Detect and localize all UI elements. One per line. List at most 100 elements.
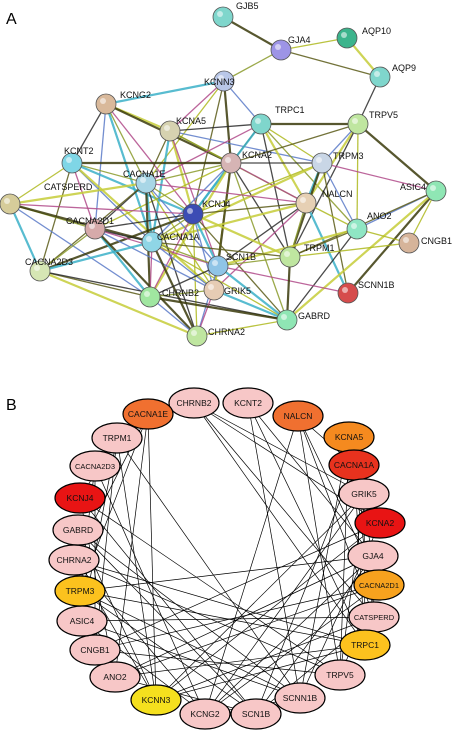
a-node-gja4: GJA4	[270, 35, 311, 61]
a-node-chrnb2: CHRNB2	[139, 286, 199, 308]
b-edge-scn1b-trpm3	[79, 590, 257, 715]
a-edge-kcnn3-kcnj4	[192, 80, 225, 215]
b-node-kcna5: KCNA5	[323, 421, 375, 453]
b-node-cacna1e: CACNA1E	[122, 398, 174, 430]
a-edge-kcng2-cacna2d1	[94, 103, 107, 230]
a-edge-kcna2-trpm1	[230, 162, 291, 258]
a-node-circle-scn1b	[207, 255, 229, 277]
a-node-circle-aqp10	[336, 27, 358, 49]
b-node-kcna2: KCNA2	[354, 507, 406, 539]
b-node-cngb1: CNGB1	[69, 634, 121, 666]
b-edge-kcna2-cngb1	[94, 522, 381, 651]
b-edge-trpc1-chrna2	[73, 559, 366, 646]
a-node-label-cacna2d3: CACNA2D3	[25, 257, 73, 267]
a-node-circle-trpc1	[250, 113, 272, 135]
a-edge-cacna1a-chrna2	[151, 241, 198, 337]
b-edge-scnn1b-gabrd	[77, 529, 301, 699]
b-node-kcng2: KCNG2	[179, 698, 231, 730]
a-edge-cacna1a-grik5	[151, 241, 215, 291]
a-edge-kcna2-cacna2d1	[94, 162, 232, 230]
a-edge-trpm3-cacna1a	[151, 162, 323, 243]
a-edge-nalcn-scn1b	[217, 202, 307, 267]
a-node-label-gjb5: GJB5	[236, 1, 259, 11]
a-edge-gja4-kcnn3	[223, 49, 282, 82]
a-node-circle-trpm1	[279, 246, 301, 268]
a-edge-catsperd-chrnb2	[9, 203, 151, 298]
a-edge-cacna2d1-chrnb2	[94, 228, 151, 298]
a-edge-scn1b-trpm1	[217, 256, 291, 267]
a-node-aqp9: AQP9	[369, 63, 416, 88]
a-node-circle-scnn1b	[337, 282, 359, 304]
b-node-ellipse-chrnb2	[168, 387, 220, 419]
b-node-ellipse-grik5	[338, 478, 390, 510]
b-edge-kcna5-scnn1b	[299, 436, 350, 699]
a-edge-catsperd-kcnj4	[9, 203, 194, 215]
a-edge-kcnn3-kcng2	[105, 79, 225, 106]
b-edge-kcng2-cacna2d3	[94, 465, 206, 715]
a-node-circle-nalcn	[295, 192, 317, 214]
b-node-kcnn3: KCNN3	[130, 684, 182, 716]
b-node-cacna1a: CACNA1A	[328, 449, 380, 481]
b-node-label-chrna2: CHRNA2	[57, 555, 92, 565]
b-node-ellipse-cacna1e	[122, 398, 174, 430]
a-node-label-cacna1a: CACNA1A	[157, 232, 200, 242]
a-node-gabrd: GABRD	[276, 309, 331, 331]
a-node-cngb1: CNGB1	[398, 232, 452, 254]
a-node-cacna2d1: CACNA2D1	[66, 216, 114, 240]
a-node-circle-grik5	[203, 279, 225, 301]
a-node-label-gabrd: GABRD	[298, 311, 331, 321]
b-edge-scnn1b-asic4	[81, 620, 301, 699]
a-node-kcna2: KCNA2	[220, 150, 272, 174]
b-node-label-scn1b: SCN1B	[242, 709, 271, 719]
a-edge-trpv5-ano2	[356, 123, 359, 230]
a-edge-asic4-scnn1b	[347, 190, 437, 294]
a-edge-scn1b-chrna2	[196, 265, 219, 337]
a-edge-kcnt2-kcnj4	[71, 161, 194, 216]
a-node-label-chrna2: CHRNA2	[208, 327, 245, 337]
a-node-label-trpm3: TRPM3	[333, 151, 364, 161]
b-node-trpm3: TRPM3	[54, 575, 106, 607]
a-edge-kcnn3-cacna1e	[145, 80, 225, 184]
b-node-label-kcnt2: KCNT2	[234, 398, 262, 408]
b-edge-kcnn3-trpm1	[116, 437, 157, 701]
a-node-label-aqp10: AQP10	[362, 26, 391, 36]
a-node-circle-trpv5	[347, 113, 369, 135]
b-node-label-kcng2: KCNG2	[190, 709, 220, 719]
a-edge-ano2-trpm1	[289, 228, 358, 258]
a-node-kcnn3: KCNN3	[204, 70, 235, 92]
a-node-label-chrnb2: CHRNB2	[162, 288, 199, 298]
a-edge-kcna2-gabrd	[230, 162, 288, 321]
a-node-label-aqp9: AQP9	[392, 63, 416, 73]
a-edge-kcng2-cacna1e	[105, 103, 147, 184]
a-edge-trpc1-trpm3	[260, 123, 323, 164]
a-edge-cacna2d1-grik5	[94, 228, 215, 291]
b-node-ellipse-trpm3	[54, 575, 106, 607]
a-edge-cacna1a-gabrd	[151, 241, 288, 321]
a-edge-gabrd-chrna2	[196, 319, 288, 337]
b-node-ellipse-kcng2	[179, 698, 231, 730]
a-edge-kcna2-nalcn	[230, 162, 307, 204]
b-edge-scnn1b-trpm1	[116, 437, 301, 699]
a-edge-cacna1e-chrna2	[145, 182, 198, 337]
b-edge-kcnt2-trpc1	[247, 402, 366, 646]
b-node-kcnt2: KCNT2	[222, 387, 274, 419]
a-edge-trpm3-asic4	[321, 162, 437, 192]
a-node-circle-asic4	[425, 180, 447, 202]
b-edge-nalcn-trpv5	[297, 415, 341, 676]
a-edge-trpc1-ano2	[260, 123, 358, 230]
a-edge-gja4-aqp10	[280, 37, 348, 51]
a-node-circle-aqp9	[369, 66, 391, 88]
a-edge-kcnt2-grik5	[71, 162, 215, 291]
b-edge-chrnb2-catsperd	[193, 402, 375, 618]
a-node-label-ano2: ANO2	[367, 211, 392, 221]
a-edge-trpv5-trpm1	[289, 123, 359, 258]
a-node-asic4: ASIC4	[400, 180, 447, 202]
b-node-label-chrnb2: CHRNB2	[177, 398, 212, 408]
b-node-label-ano2: ANO2	[103, 672, 126, 682]
a-edge-kcnj4-gabrd	[192, 213, 288, 321]
panel-b-letter: B	[6, 397, 17, 414]
b-node-ellipse-kcnt2	[222, 387, 274, 419]
a-edge-nalcn-kcnj4	[192, 202, 307, 215]
a-edge-kcnt2-catsperd	[9, 162, 73, 205]
b-node-nalcn: NALCN	[272, 400, 324, 432]
